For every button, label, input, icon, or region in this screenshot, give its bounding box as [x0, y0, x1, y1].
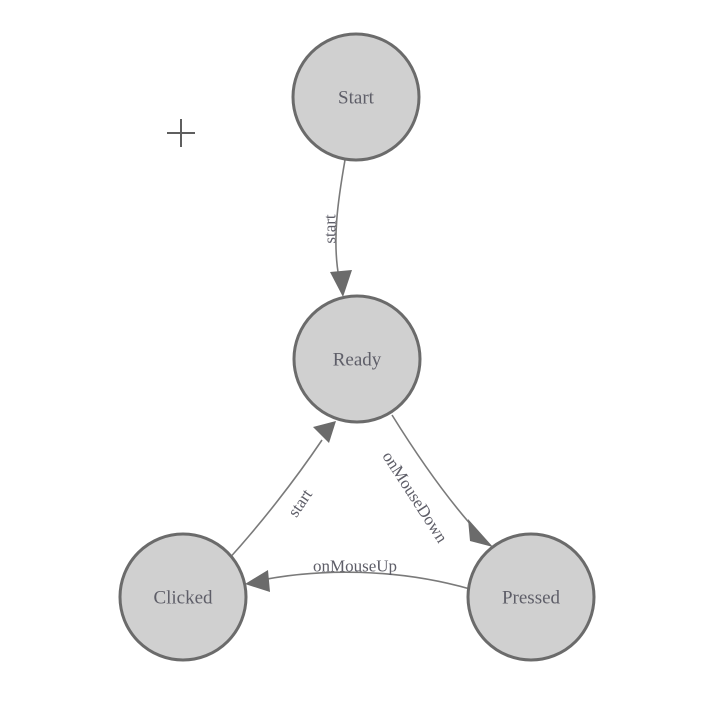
edge-label-start-to-ready: start — [321, 214, 340, 244]
node-start-label: Start — [338, 88, 375, 109]
edge-pressed-to-clicked[interactable]: onMouseUp — [245, 557, 471, 593]
node-ready[interactable]: Ready — [292, 294, 422, 424]
edge-clicked-to-ready[interactable]: start — [225, 421, 336, 563]
edge-ready-to-pressed[interactable]: onMouseDown — [378, 414, 493, 547]
node-start[interactable]: Start — [291, 32, 421, 162]
arrow-head-ready-to-pressed — [468, 519, 493, 547]
node-clicked-circle — [118, 532, 248, 662]
node-pressed-label: Pressed — [502, 588, 561, 609]
node-clicked-label: Clicked — [153, 588, 213, 609]
edge-label-ready-to-pressed: onMouseDown — [378, 448, 451, 547]
node-start-circle — [291, 32, 421, 162]
node-clicked[interactable]: Clicked — [118, 532, 248, 662]
node-ready-circle — [292, 294, 422, 424]
node-pressed[interactable]: Pressed — [466, 532, 596, 662]
arrow-head-start-to-ready — [330, 270, 352, 297]
arrow-head-clicked-to-ready — [313, 421, 336, 443]
node-pressed-circle — [466, 532, 596, 662]
edge-label-pressed-to-clicked: onMouseUp — [313, 557, 397, 576]
crosshair-icon — [167, 119, 195, 147]
edge-start-to-ready[interactable]: start — [321, 159, 353, 297]
arrow-head-pressed-to-clicked — [245, 570, 270, 592]
edge-label-clicked-to-ready: start — [284, 485, 316, 520]
node-ready-label: Ready — [333, 350, 382, 371]
